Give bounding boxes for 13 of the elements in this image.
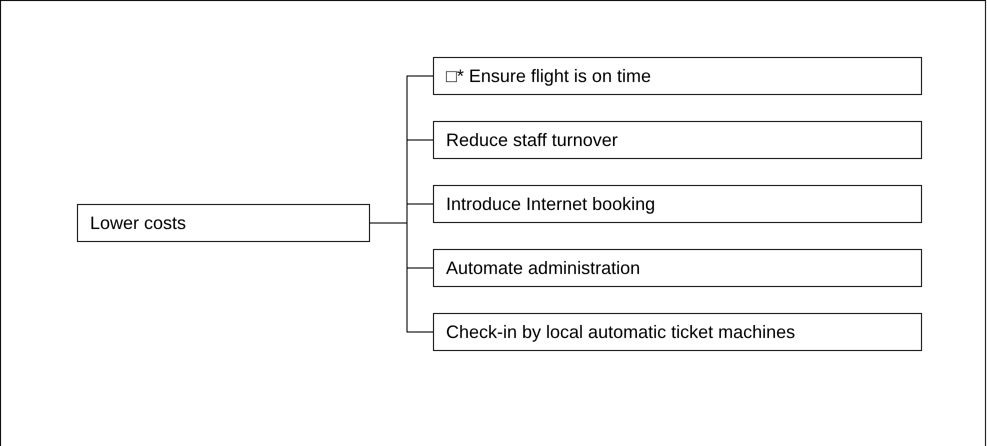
process-box [433, 57, 922, 95]
process-box [77, 204, 370, 242]
process-box [433, 185, 922, 223]
box-label: Check-in by local automatic ticket machines [446, 320, 796, 344]
process-box [433, 313, 922, 351]
connector-line [370, 222, 434, 332]
box-label: Lower costs [90, 212, 186, 234]
box-label: Automate administration [446, 256, 640, 280]
process-box [433, 249, 922, 287]
box-label: Introduce Internet booking [446, 192, 656, 216]
box-label: □* Ensure flight is on time [446, 64, 651, 88]
process-box [433, 121, 922, 159]
box-label: Reduce staff turnover [446, 128, 618, 152]
